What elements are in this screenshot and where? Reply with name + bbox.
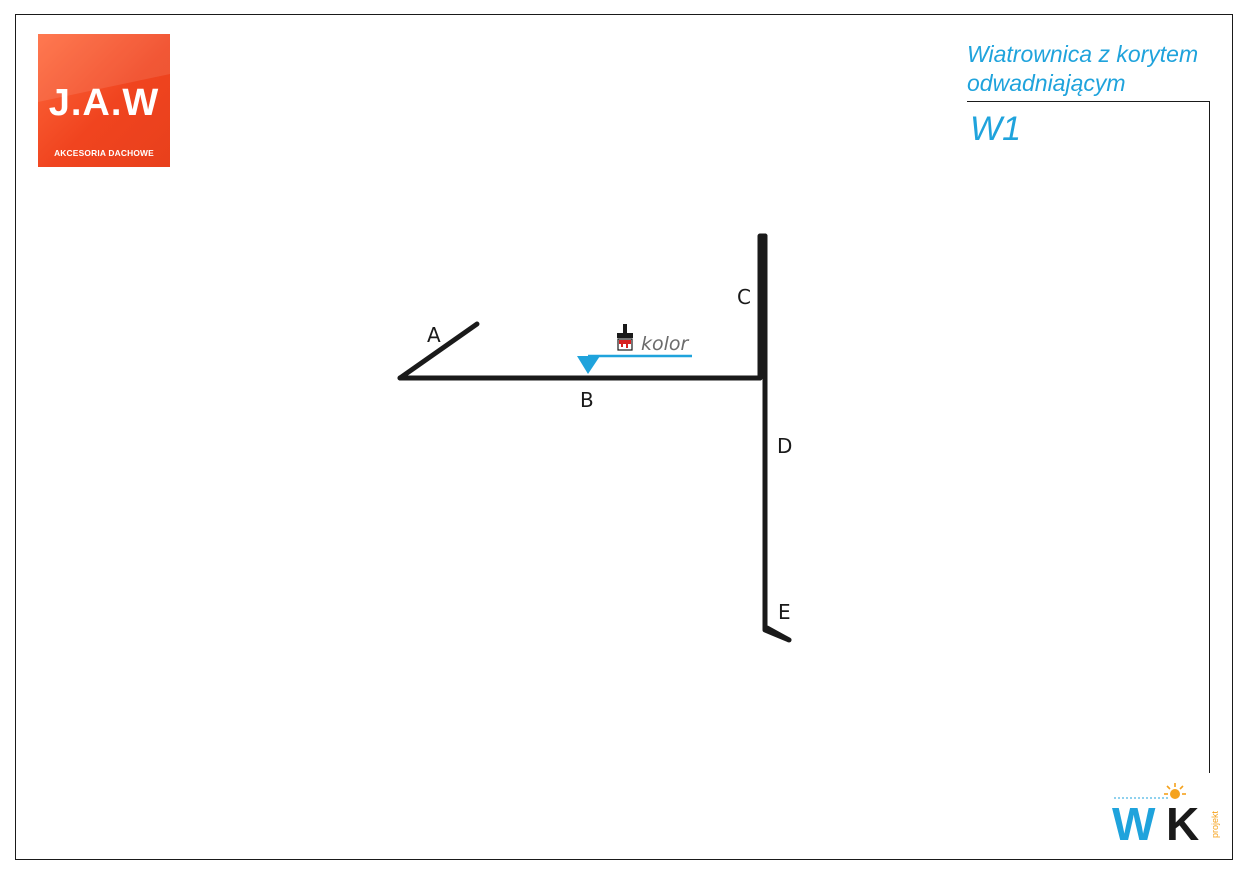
title-line-1: Wiatrownica z korytem	[967, 41, 1199, 67]
wk-projekt-logo: W K projekt	[1112, 783, 1220, 842]
color-note: kolor	[641, 333, 690, 355]
drawing-frame	[15, 14, 1233, 860]
wk-w-letter: W	[1112, 798, 1156, 842]
product-code: W1	[970, 110, 1021, 148]
sun-icon	[1164, 783, 1186, 799]
color-side-marker	[577, 356, 600, 374]
logo-sub-text: AKCESORIA DACHOWE	[54, 148, 154, 158]
title-side-rule	[1209, 101, 1210, 773]
segment-a-line	[397, 321, 480, 381]
label-c: C	[737, 285, 751, 309]
drawing-title: Wiatrownica z korytem odwadniającym	[967, 40, 1232, 98]
wk-vertical-text: projekt	[1210, 810, 1220, 838]
label-b: B	[580, 388, 594, 412]
segment-e-line	[762, 611, 792, 643]
label-e: E	[778, 600, 791, 624]
label-a: A	[427, 323, 441, 347]
jaw-logo: J.A.W AKCESORIA DACHOWE	[38, 34, 170, 167]
title-underline	[967, 101, 1210, 102]
logo-main-text: J.A.W	[48, 82, 160, 124]
wk-k-letter: K	[1166, 798, 1199, 842]
label-d: D	[777, 434, 792, 458]
paint-brush-icon	[617, 324, 633, 351]
title-line-2: odwadniającym	[967, 70, 1126, 96]
